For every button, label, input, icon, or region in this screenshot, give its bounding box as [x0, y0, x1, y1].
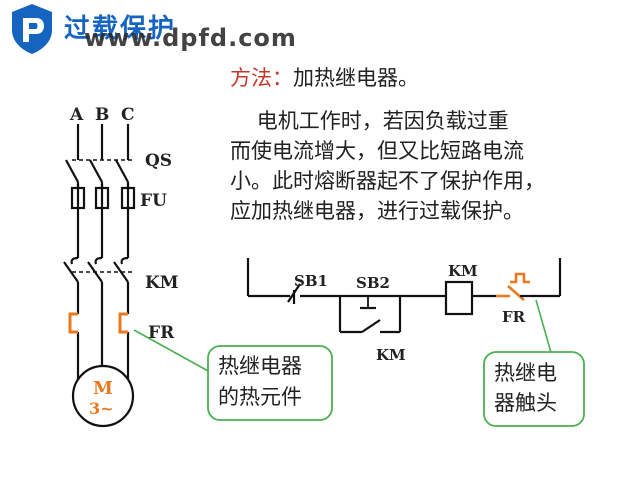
km-aux-label: KM [376, 346, 406, 364]
paragraph-line: 而使电流增大，但又比短路电流 [230, 139, 524, 163]
km-contact-b [94, 256, 103, 265]
motor-circle [71, 364, 135, 428]
fr-contact-label: FR [502, 308, 526, 326]
method-line: 方法：加热继电器。 [230, 62, 419, 92]
km-coil [444, 280, 474, 316]
paragraph-line: 小。此时熔断器起不了保护作用， [230, 169, 545, 193]
fr-heating-elements [68, 312, 128, 334]
callout-heating-line-2: 的热元件 [218, 385, 302, 409]
km-contact-c [120, 256, 129, 265]
fr-element-a [68, 312, 78, 334]
main-circuit [63, 124, 136, 428]
km-contact-a [70, 256, 79, 265]
watermark-text: www.dpfd.com [84, 24, 297, 52]
motor-label: M [93, 378, 113, 399]
fu-label: FU [140, 191, 167, 211]
shield-logo-icon [12, 4, 52, 54]
sb1-label: SB1 [294, 272, 328, 290]
banner-title: 过载保护 [64, 14, 177, 44]
fr-element-c [118, 312, 128, 334]
control-circuit [246, 258, 562, 334]
km-label: KM [145, 273, 179, 293]
fr-contact [496, 272, 530, 301]
qs-label: QS [145, 151, 172, 171]
motor-sub-label: 3~ [89, 399, 114, 418]
callout-contact-line-1: 热继电 [494, 361, 557, 385]
method-label: 方法： [230, 66, 293, 90]
km-aux-contact [361, 319, 381, 333]
callout-heating-element: 热继电器 的热元件 [133, 329, 333, 421]
callout-contact-line-2: 器触头 [494, 391, 557, 415]
km-coil-label: KM [448, 262, 478, 280]
fr-label: FR [148, 323, 175, 343]
phase-a-label: A [69, 105, 84, 125]
paragraph-line: 电机工作时，若因负载过重 [230, 109, 509, 133]
method-text: 加热继电器。 [293, 66, 419, 90]
paragraph-line: 应加热继电器，进行过载保护。 [230, 199, 524, 223]
qs-blade-b [89, 159, 103, 183]
explanation-paragraph: 电机工作时，若因负载过重而使电流增大，但又比短路电流小。此时熔断器起不了保护作用… [230, 106, 610, 226]
qs-blade-c [115, 159, 129, 183]
callout-relay-contact: 热继电 器触头 [483, 299, 585, 427]
phase-b-label: B [95, 105, 109, 125]
sb2-label: SB2 [356, 274, 390, 292]
callout-heating-line-1: 热继电器 [218, 354, 302, 378]
qs-blade-a [65, 159, 79, 183]
phase-c-label: C [121, 105, 135, 125]
